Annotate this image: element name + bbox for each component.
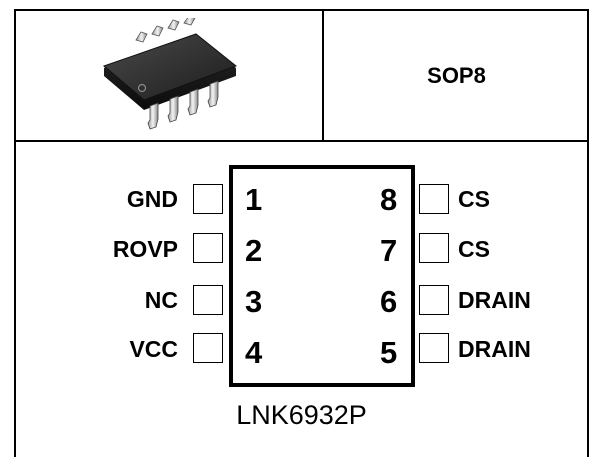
pin-4-label: VCC <box>129 336 178 362</box>
pin-6-lead <box>419 285 449 315</box>
sop8-package-image <box>103 18 238 130</box>
pin-6-number: 6 <box>380 284 398 319</box>
table-row-divider <box>14 140 589 142</box>
pin-2-lead <box>193 233 223 263</box>
pin-1-label: GND <box>126 186 178 212</box>
pin-3-label: NC <box>144 287 178 313</box>
table-column-divider <box>322 9 324 142</box>
part-number: LNK6932P <box>236 400 367 430</box>
pin-5-number: 5 <box>380 335 398 370</box>
pin-7-number: 7 <box>380 233 398 268</box>
pin-2-label: ROVP <box>112 236 178 262</box>
chip-body <box>229 165 415 387</box>
pin-5-label: DRAIN <box>458 336 531 362</box>
table-top-border <box>14 9 589 11</box>
pin-4-lead <box>193 333 223 363</box>
pin-7-label: CS <box>458 236 490 262</box>
package-name: SOP8 <box>427 62 486 88</box>
pin-1-lead <box>193 184 223 214</box>
pin-7-lead <box>419 233 449 263</box>
pin-1-number: 1 <box>245 182 263 217</box>
pin-2-number: 2 <box>245 233 263 268</box>
pin-4-number: 4 <box>245 335 263 370</box>
pin-8-lead <box>419 184 449 214</box>
pin-6-label: DRAIN <box>458 287 531 313</box>
pin-3-number: 3 <box>245 284 263 319</box>
pin-5-lead <box>419 333 449 363</box>
pin-8-number: 8 <box>380 182 398 217</box>
pin-3-lead <box>193 285 223 315</box>
pin-8-label: CS <box>458 186 490 212</box>
